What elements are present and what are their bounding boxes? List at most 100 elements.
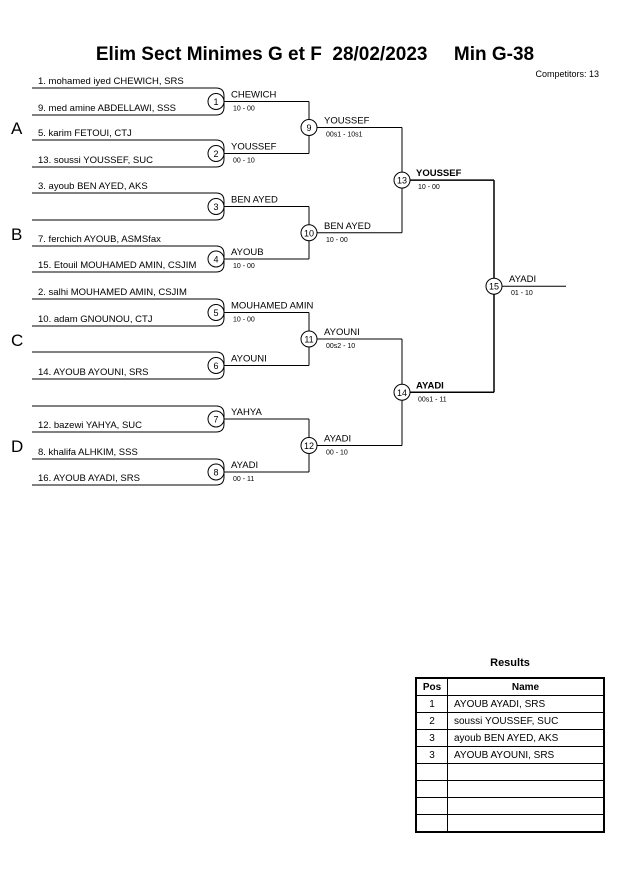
pool-label-c: C xyxy=(11,331,23,350)
competitor-name: 14. AYOUB AYOUNI, SRS xyxy=(38,367,149,378)
pool-label-a: A xyxy=(11,119,23,138)
pool-label-d: D xyxy=(11,437,23,456)
match-11-number: 11 xyxy=(304,335,313,345)
competitor-name: 15. Etouil MOUHAMED AMIN, CSJIM xyxy=(38,260,196,271)
elimination-bracket: 1. mohamed iyed CHEWICH, SRS 9. med amine… xyxy=(11,76,566,486)
match-score: 00s1 - 11 xyxy=(418,396,447,403)
results-name: AYOUB AYOUNI, SRS xyxy=(447,746,605,764)
match-winner: AYADI xyxy=(416,380,444,391)
competitor-name: 5. karim FETOUI, CTJ xyxy=(38,128,132,139)
results-row xyxy=(415,814,605,833)
results-name xyxy=(447,814,605,833)
competitor-name: 3. ayoub BEN AYED, AKS xyxy=(38,181,148,192)
competitor-name: 7. ferchich AYOUB, ASMSfax xyxy=(38,234,161,245)
results-pos xyxy=(415,780,448,798)
results-name xyxy=(447,780,605,798)
match-13-number: 13 xyxy=(397,176,407,186)
match-winner: MOUHAMED AMIN xyxy=(231,301,313,312)
match-6-number: 6 xyxy=(213,361,218,371)
competitor-name: 1. mohamed iyed CHEWICH, SRS xyxy=(38,76,184,87)
competitor-name: 12. bazewi YAHYA, SUC xyxy=(38,420,142,431)
competitor-name: 13. soussi YOUSSEF, SUC xyxy=(38,155,153,166)
match-winner: AYOUB xyxy=(231,247,264,258)
match-score: 10 - 00 xyxy=(233,263,255,270)
results-pos: 1 xyxy=(415,695,448,713)
match-winner: YOUSSEF xyxy=(231,142,277,153)
results-col-name: Name xyxy=(447,677,605,696)
match-12-number: 12 xyxy=(304,441,314,451)
results-name xyxy=(447,797,605,815)
match-1-circle xyxy=(207,93,225,110)
match-8-circle xyxy=(207,463,225,481)
results-row xyxy=(415,797,605,815)
match-winner: YAHYA xyxy=(231,407,262,418)
match-winner: BEN AYED xyxy=(324,221,371,232)
match-3-number: 3 xyxy=(213,202,218,212)
match-5-number: 5 xyxy=(213,308,218,318)
match-2-number: 2 xyxy=(213,149,218,159)
pool-label-b: B xyxy=(11,225,22,244)
match-10-number: 10 xyxy=(304,228,314,238)
results-row xyxy=(415,763,605,781)
match-7-number: 7 xyxy=(213,415,218,425)
match-final-circle xyxy=(485,277,503,295)
competitor-name: 2. salhi MOUHAMED AMIN, CSJIM xyxy=(38,287,187,298)
match-12-circle xyxy=(300,437,318,454)
competitor-name: 9. med amine ABDELLAWI, SSS xyxy=(38,103,176,114)
results-name: ayoub BEN AYED, AKS xyxy=(447,729,605,747)
results-pos xyxy=(415,763,448,781)
match-score: 00s1 - 10s1 xyxy=(326,132,363,139)
results-header-row: Pos Name xyxy=(415,677,605,696)
results-title: Results xyxy=(490,657,530,669)
match-score: 10 - 00 xyxy=(326,237,348,244)
match-11-circle xyxy=(300,330,318,348)
match-4-circle xyxy=(207,250,225,268)
match-8-number: 8 xyxy=(213,468,218,478)
match-winner: YOUSSEF xyxy=(416,168,462,179)
results-pos xyxy=(415,814,448,833)
match-winner: AYOUNI xyxy=(231,354,267,365)
match-14-number: 14 xyxy=(397,388,407,398)
results-row xyxy=(415,780,605,798)
match-score: 00s2 - 10 xyxy=(326,343,355,350)
match-final-number: 15 xyxy=(489,282,499,292)
competitors-count: Competitors: 13 xyxy=(535,69,599,79)
results-pos xyxy=(415,797,448,815)
match-winner: AYADI xyxy=(324,434,351,445)
match-2-circle xyxy=(207,145,225,162)
results-name: AYOUB AYADI, SRS xyxy=(447,695,605,713)
competitor-name: 16. AYOUB AYADI, SRS xyxy=(38,473,140,484)
bracket-line-match-3 xyxy=(32,192,225,221)
results-pos: 3 xyxy=(415,746,448,764)
match-score: 00 - 10 xyxy=(233,158,255,165)
match-9-number: 9 xyxy=(306,123,311,133)
match-winner: BEN AYED xyxy=(231,195,278,206)
match-5-circle xyxy=(207,304,225,321)
match-3-circle xyxy=(207,198,225,215)
results-pos: 2 xyxy=(415,712,448,730)
match-7-circle xyxy=(207,410,225,428)
match-6-circle xyxy=(207,357,225,374)
match-14-circle xyxy=(393,383,411,401)
results-name xyxy=(447,763,605,781)
match-winner: CHEWICH xyxy=(231,90,277,101)
match-winner: AYOUNI xyxy=(324,327,360,338)
match-score: 10 - 00 xyxy=(233,106,255,113)
final-winner: AYADI xyxy=(509,274,536,285)
match-score: 10 - 00 xyxy=(233,317,255,324)
final-score: 01 - 10 xyxy=(511,290,533,297)
match-13-circle xyxy=(393,171,411,189)
results-name: soussi YOUSSEF, SUC xyxy=(447,712,605,730)
match-score: 00 - 10 xyxy=(326,450,348,457)
match-winner: YOUSSEF xyxy=(324,116,370,127)
match-10-circle xyxy=(300,224,318,242)
page-title: Elim Sect Minimes G et F 28/02/2023 Min … xyxy=(95,44,535,65)
match-winner: AYADI xyxy=(231,460,258,471)
match-9-circle xyxy=(300,119,318,136)
match-score: 10 - 00 xyxy=(418,184,440,191)
